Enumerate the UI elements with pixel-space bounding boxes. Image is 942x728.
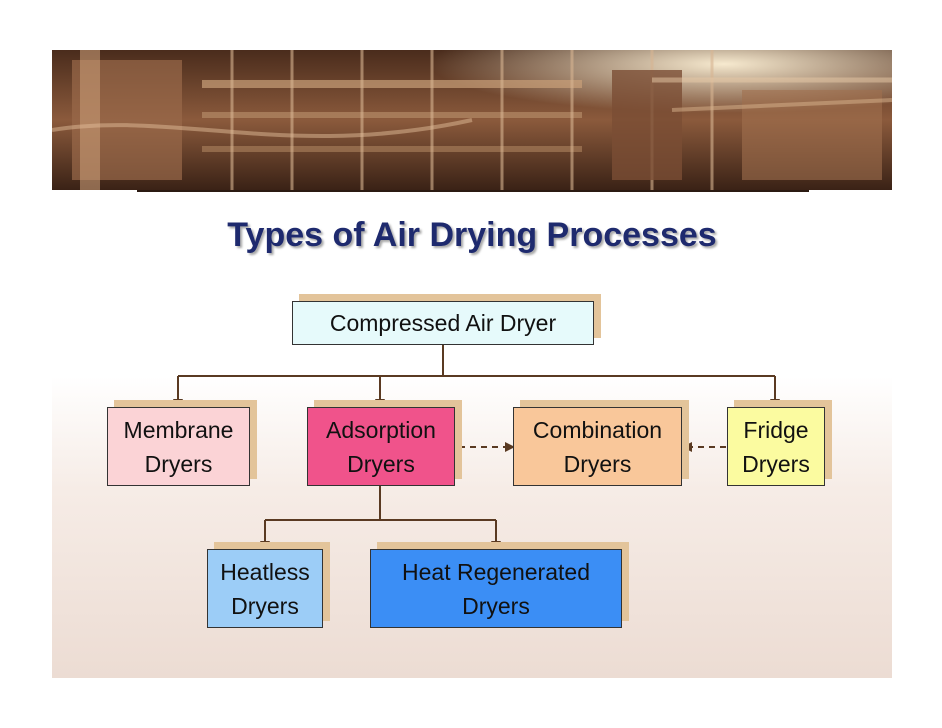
- banner-illustration: [52, 50, 892, 190]
- node-membrane-dryers: Membrane Dryers: [107, 407, 250, 486]
- node-fridge-dryers: Fridge Dryers: [727, 407, 825, 486]
- node-combination-dryers: Combination Dryers: [513, 407, 682, 486]
- node-adsorption-dryers: Adsorption Dryers: [307, 407, 455, 486]
- node-label: Heat Regenerated Dryers: [402, 558, 590, 619]
- node-label: Compressed Air Dryer: [329, 310, 557, 336]
- node-compressed-air-dryer: Compressed Air Dryer: [292, 301, 594, 345]
- node-label: Adsorption Dryers: [326, 416, 436, 477]
- banner-divider: [137, 190, 809, 192]
- slide: [52, 50, 892, 678]
- node-label: Combination Dryers: [532, 416, 663, 477]
- node-heat-regenerated-dryers: Heat Regenerated Dryers: [370, 549, 622, 628]
- node-label: Membrane Dryers: [123, 416, 234, 477]
- node-label: Heatless Dryers: [220, 558, 310, 619]
- industrial-banner-image: [52, 50, 892, 190]
- page-title: Types of Air Drying Processes: [227, 216, 717, 254]
- node-heatless-dryers: Heatless Dryers: [207, 549, 323, 628]
- node-label: Fridge Dryers: [742, 416, 810, 477]
